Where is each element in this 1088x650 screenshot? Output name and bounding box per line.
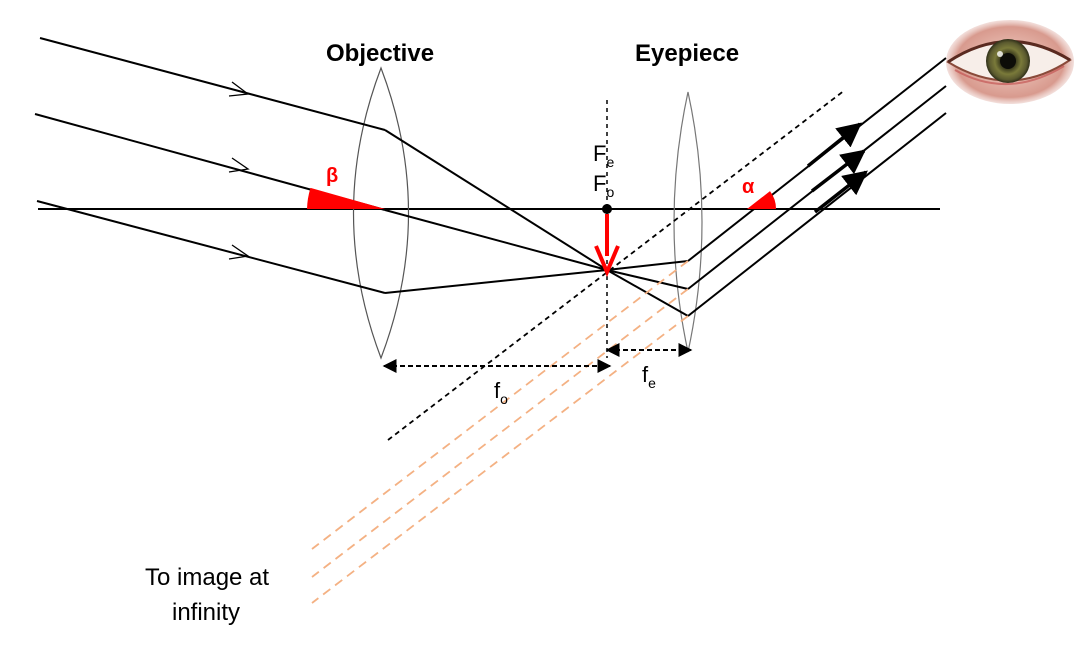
- incoming-ray-top: [39, 37, 386, 131]
- output-ray-arrow-middle: [810, 149, 866, 193]
- angle-alpha-wedge: [747, 191, 777, 209]
- virtual-ray-bottom: [311, 315, 689, 604]
- image-at-infinity-note-line2: infinity: [172, 599, 240, 626]
- virtual-ray-top: [311, 260, 689, 550]
- diverging-ray-top: [606, 260, 689, 271]
- converging-ray-bottom: [384, 269, 608, 294]
- image-at-infinity-note-line1: To image at: [145, 564, 269, 591]
- ray-direction-arrow-top: [228, 81, 250, 97]
- virtual-ray-middle: [311, 288, 689, 578]
- objective-focal-length-label: fo: [494, 378, 508, 407]
- ray-direction-arrow-middle: [228, 157, 250, 173]
- focal-point-eyepiece-label: Fe: [593, 141, 614, 170]
- eye-icon: [946, 20, 1074, 104]
- focal-point-objective-label: Fo: [593, 171, 614, 200]
- angle-beta-wedge: [307, 187, 385, 209]
- eyepiece-focal-length-label: fe: [642, 362, 656, 391]
- angle-alpha-label: α: [742, 176, 755, 198]
- converging-ray-middle: [384, 209, 608, 271]
- angle-beta-label: β: [326, 165, 338, 187]
- focal-point-dot: [602, 204, 612, 214]
- objective-label: Objective: [326, 40, 434, 67]
- output-ray-arrow-top: [806, 122, 862, 168]
- chief-ray-dashed-line: [387, 89, 846, 441]
- output-ray-arrow-bottom: [813, 170, 868, 214]
- image-arrow-head: [594, 245, 620, 278]
- output-ray-bottom: [687, 112, 947, 317]
- incoming-ray-bottom: [36, 200, 386, 294]
- ray-direction-arrow-bottom: [228, 244, 250, 260]
- diverging-ray-middle: [606, 269, 689, 290]
- converging-ray-top: [384, 129, 608, 271]
- eyepiece-label: Eyepiece: [635, 40, 739, 67]
- eyepiece-lens: [673, 91, 703, 353]
- objective-lens: [352, 66, 410, 360]
